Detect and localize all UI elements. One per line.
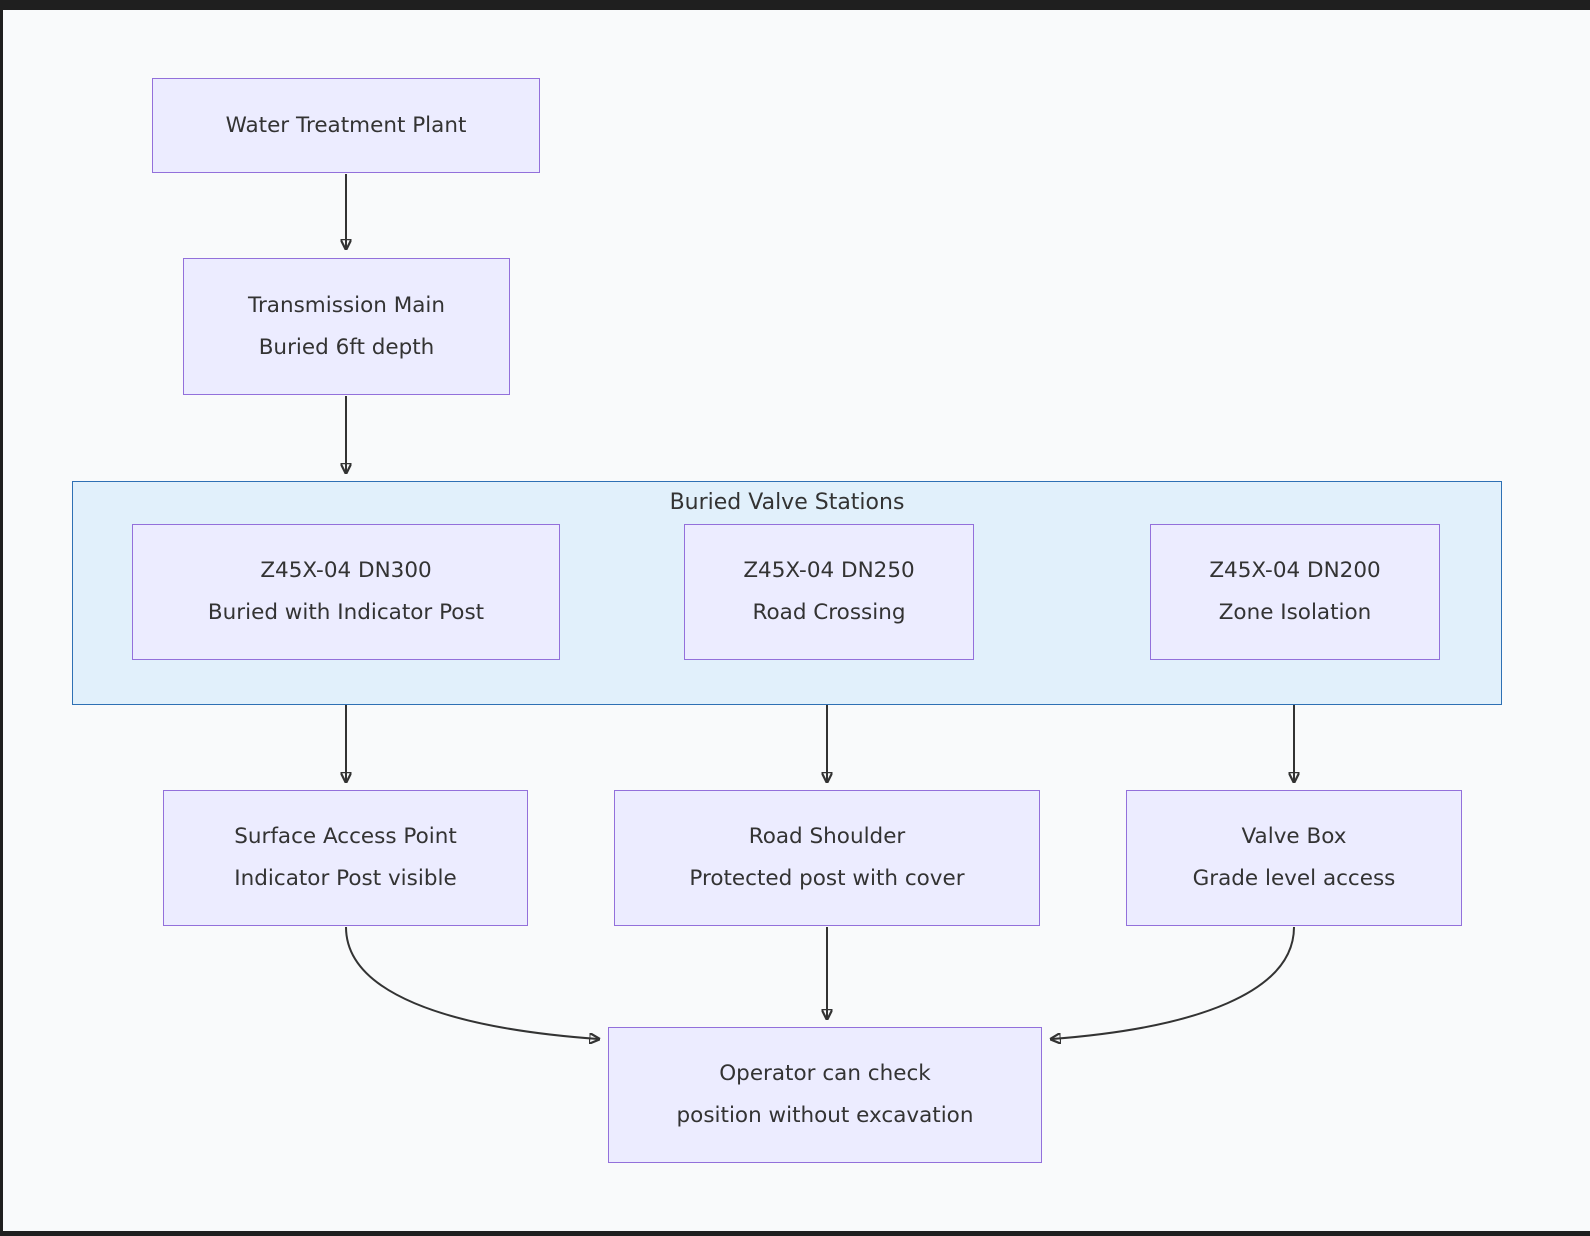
node-operator-check: Operator can check position without exca…	[608, 1027, 1042, 1163]
node-valve-dn200: Z45X-04 DN200 Zone Isolation	[1150, 524, 1440, 660]
node-line: Road Crossing	[752, 600, 906, 625]
node-transmission-main: Transmission Main Buried 6ft depth	[183, 258, 510, 395]
node-line: Z45X-04 DN300	[260, 558, 432, 583]
frame-top-bar	[0, 0, 1590, 10]
frame-bottom-bar	[0, 1231, 1590, 1236]
edge-valvebox-to-operator	[1052, 926, 1295, 1039]
node-line: Grade level access	[1192, 866, 1396, 891]
edge-surface-to-operator	[345, 926, 598, 1039]
node-line: Buried with Indicator Post	[207, 600, 485, 625]
node-line: Operator can check	[719, 1061, 931, 1086]
node-road-shoulder: Road Shoulder Protected post with cover	[614, 790, 1040, 926]
node-line: Protected post with cover	[689, 866, 965, 891]
cluster-label: Buried Valve Stations	[669, 490, 905, 515]
node-surface-access-point: Surface Access Point Indicator Post visi…	[163, 790, 528, 926]
node-line: Water Treatment Plant	[225, 112, 467, 138]
node-line: Buried 6ft depth	[258, 334, 435, 360]
node-valve-dn300: Z45X-04 DN300 Buried with Indicator Post	[132, 524, 560, 660]
node-line: Z45X-04 DN250	[743, 558, 915, 583]
node-line: Transmission Main	[247, 292, 446, 318]
node-line: position without excavation	[676, 1103, 974, 1128]
node-line: Road Shoulder	[748, 824, 906, 849]
node-line: Zone Isolation	[1218, 600, 1372, 625]
node-water-treatment-plant: Water Treatment Plant	[152, 78, 540, 173]
frame-left-bar	[0, 0, 3, 1236]
node-line: Z45X-04 DN200	[1209, 558, 1381, 583]
node-valve-dn250: Z45X-04 DN250 Road Crossing	[684, 524, 974, 660]
node-line: Indicator Post visible	[234, 866, 457, 891]
node-line: Valve Box	[1241, 824, 1347, 849]
node-line: Surface Access Point	[234, 824, 457, 849]
node-valve-box: Valve Box Grade level access	[1126, 790, 1462, 926]
